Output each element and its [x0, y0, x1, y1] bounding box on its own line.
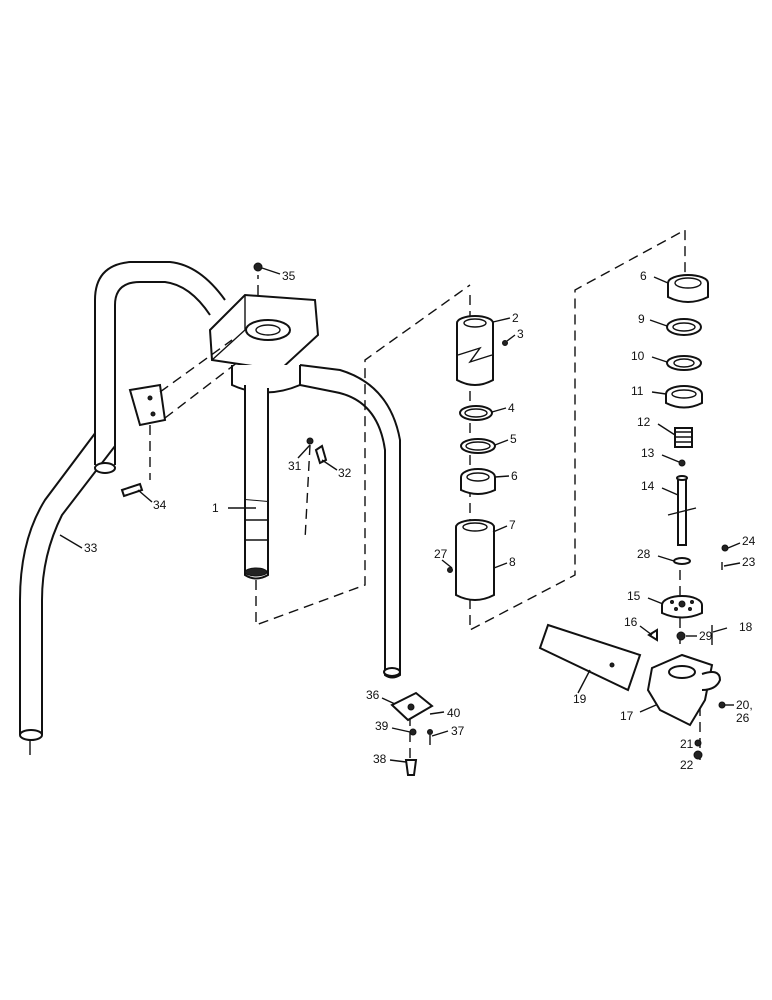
callout-1: 1 — [212, 501, 219, 515]
callout-6a: 6 — [511, 469, 518, 483]
callout-12: 12 — [637, 415, 651, 429]
leader-lines — [59, 267, 741, 763]
callout-22: 22 — [680, 758, 694, 772]
callout-26: 26 — [736, 711, 750, 725]
callout-32: 32 — [338, 466, 352, 480]
callout-29: 29 — [699, 629, 713, 643]
callout-2: 2 — [512, 311, 519, 325]
callout-10: 10 — [631, 349, 645, 363]
callout-14: 14 — [641, 479, 655, 493]
callout-19: 19 — [573, 692, 587, 706]
callout-11: 11 — [631, 384, 644, 398]
callout-31: 31 — [288, 459, 302, 473]
callout-13: 13 — [641, 446, 655, 460]
middle-parts-stack — [447, 315, 496, 601]
tubular-frame — [19, 261, 401, 755]
callout-4: 4 — [508, 401, 515, 415]
callout-35: 35 — [282, 269, 296, 283]
callout-24: 24 — [742, 534, 756, 548]
callout-17: 17 — [620, 709, 634, 723]
callout-6b: 6 — [640, 269, 647, 283]
callout-18: 18 — [739, 620, 753, 634]
callout-8: 8 — [509, 555, 516, 569]
callout-9: 9 — [638, 312, 645, 326]
callout-20: 20, — [736, 698, 753, 712]
callout-28: 28 — [637, 547, 651, 561]
callout-33: 33 — [84, 541, 98, 555]
callout-23: 23 — [742, 555, 756, 569]
callout-5: 5 — [510, 432, 517, 446]
callout-7: 7 — [509, 518, 516, 532]
callout-36: 36 — [366, 688, 380, 702]
callout-40: 40 — [447, 706, 461, 720]
callout-labels: 1 2 3 4 5 6 7 8 6 9 10 11 12 13 14 28 15… — [84, 269, 756, 772]
callout-21: 21 — [680, 737, 694, 751]
callout-39: 39 — [375, 719, 389, 733]
callout-16: 16 — [624, 615, 638, 629]
callout-15: 15 — [627, 589, 641, 603]
callout-37: 37 — [451, 724, 465, 738]
foot-parts — [120, 262, 434, 776]
callout-3: 3 — [517, 327, 524, 341]
central-column — [208, 293, 320, 580]
right-parts-stack — [502, 274, 729, 760]
callout-38: 38 — [373, 752, 387, 766]
callout-34: 34 — [153, 498, 167, 512]
callout-27: 27 — [434, 547, 448, 561]
